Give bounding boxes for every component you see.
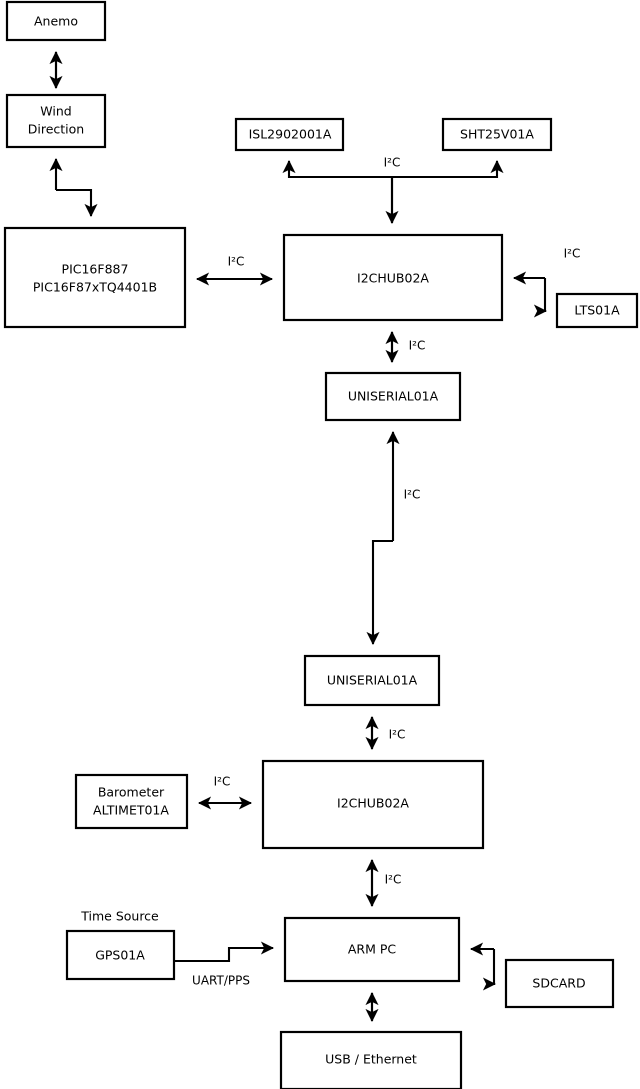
edge-wind-pic [49,157,98,218]
node-sht25v01a[interactable]: SHT25V01A [441,117,553,152]
node-barometer[interactable]: Barometer ALTIMET01A [74,773,189,830]
node-barometer-label-2: ALTIMET01A [93,803,169,818]
node-wind-direction-label-1: Wind [40,104,71,119]
node-sdcard[interactable]: SDCARD [504,958,615,1009]
node-pic-microcontroller[interactable]: PIC16F887 PIC16F87xTQ4401B [3,226,187,329]
edge-label-i2c-uniserial-link: I²C [404,488,421,502]
node-uniserial01a-upper-label: UNISERIAL01A [348,389,439,404]
edge-uniserial-uniserial [366,430,400,646]
node-i2chub02a-top[interactable]: I2CHUB02A [282,233,504,322]
edge-hubtop-sensors [282,159,504,225]
edge-label-i2c-pic-hub: I²C [228,255,245,269]
node-isl2902001a[interactable]: ISL2902001A [234,117,345,152]
node-i2chub02a-bottom-label: I2CHUB02A [337,796,409,811]
node-i2chub02a-bottom[interactable]: I2CHUB02A [261,759,485,850]
node-uniserial01a-lower-label: UNISERIAL01A [327,673,418,688]
edge-label-i2c-hub-uniserial: I²C [409,339,426,353]
node-i2chub02a-top-label: I2CHUB02A [357,271,429,286]
node-arm-pc[interactable]: ARM PC [283,916,461,983]
node-pic-label-2: PIC16F87xTQ4401B [33,280,157,295]
node-barometer-label-1: Barometer [98,785,165,800]
node-wind-direction-label-2: Direction [28,122,84,137]
node-sht25v01a-label: SHT25V01A [460,127,534,142]
node-uniserial01a-lower[interactable]: UNISERIAL01A [303,654,441,707]
edge-gps-armpc [174,941,275,963]
edge-armpc-sdcard [469,942,497,991]
time-source-label: Time Source [80,909,159,924]
edge-label-i2c-uniserial-hub: I²C [389,728,406,742]
edge-hubtop-lts [512,271,548,318]
node-lts01a[interactable]: LTS01A [555,292,639,329]
edge-label-i2c-hub-armpc: I²C [385,873,402,887]
node-anemo[interactable]: Anemo [5,0,107,42]
node-sdcard-label: SDCARD [532,976,585,991]
node-usb-ethernet-label: USB / Ethernet [325,1052,417,1067]
node-isl2902001a-label: ISL2902001A [249,127,332,142]
node-lts01a-label: LTS01A [574,303,620,318]
edge-label-i2c-hub-lts: I²C [564,247,581,261]
node-usb-ethernet[interactable]: USB / Ethernet [279,1030,463,1089]
node-uniserial01a-upper[interactable]: UNISERIAL01A [324,371,462,422]
edge-label-i2c-top-bus: I²C [384,156,401,170]
edge-label-i2c-baro-hub: I²C [214,775,231,789]
node-pic-label-1: PIC16F887 [62,262,129,277]
node-gps01a-label: GPS01A [95,948,145,963]
node-arm-pc-label: ARM PC [348,942,397,957]
node-gps01a[interactable]: GPS01A [65,929,176,981]
node-anemo-label: Anemo [34,14,78,29]
node-wind-direction[interactable]: Wind Direction [5,93,107,149]
edge-label-uart-pps: UART/PPS [192,974,250,988]
